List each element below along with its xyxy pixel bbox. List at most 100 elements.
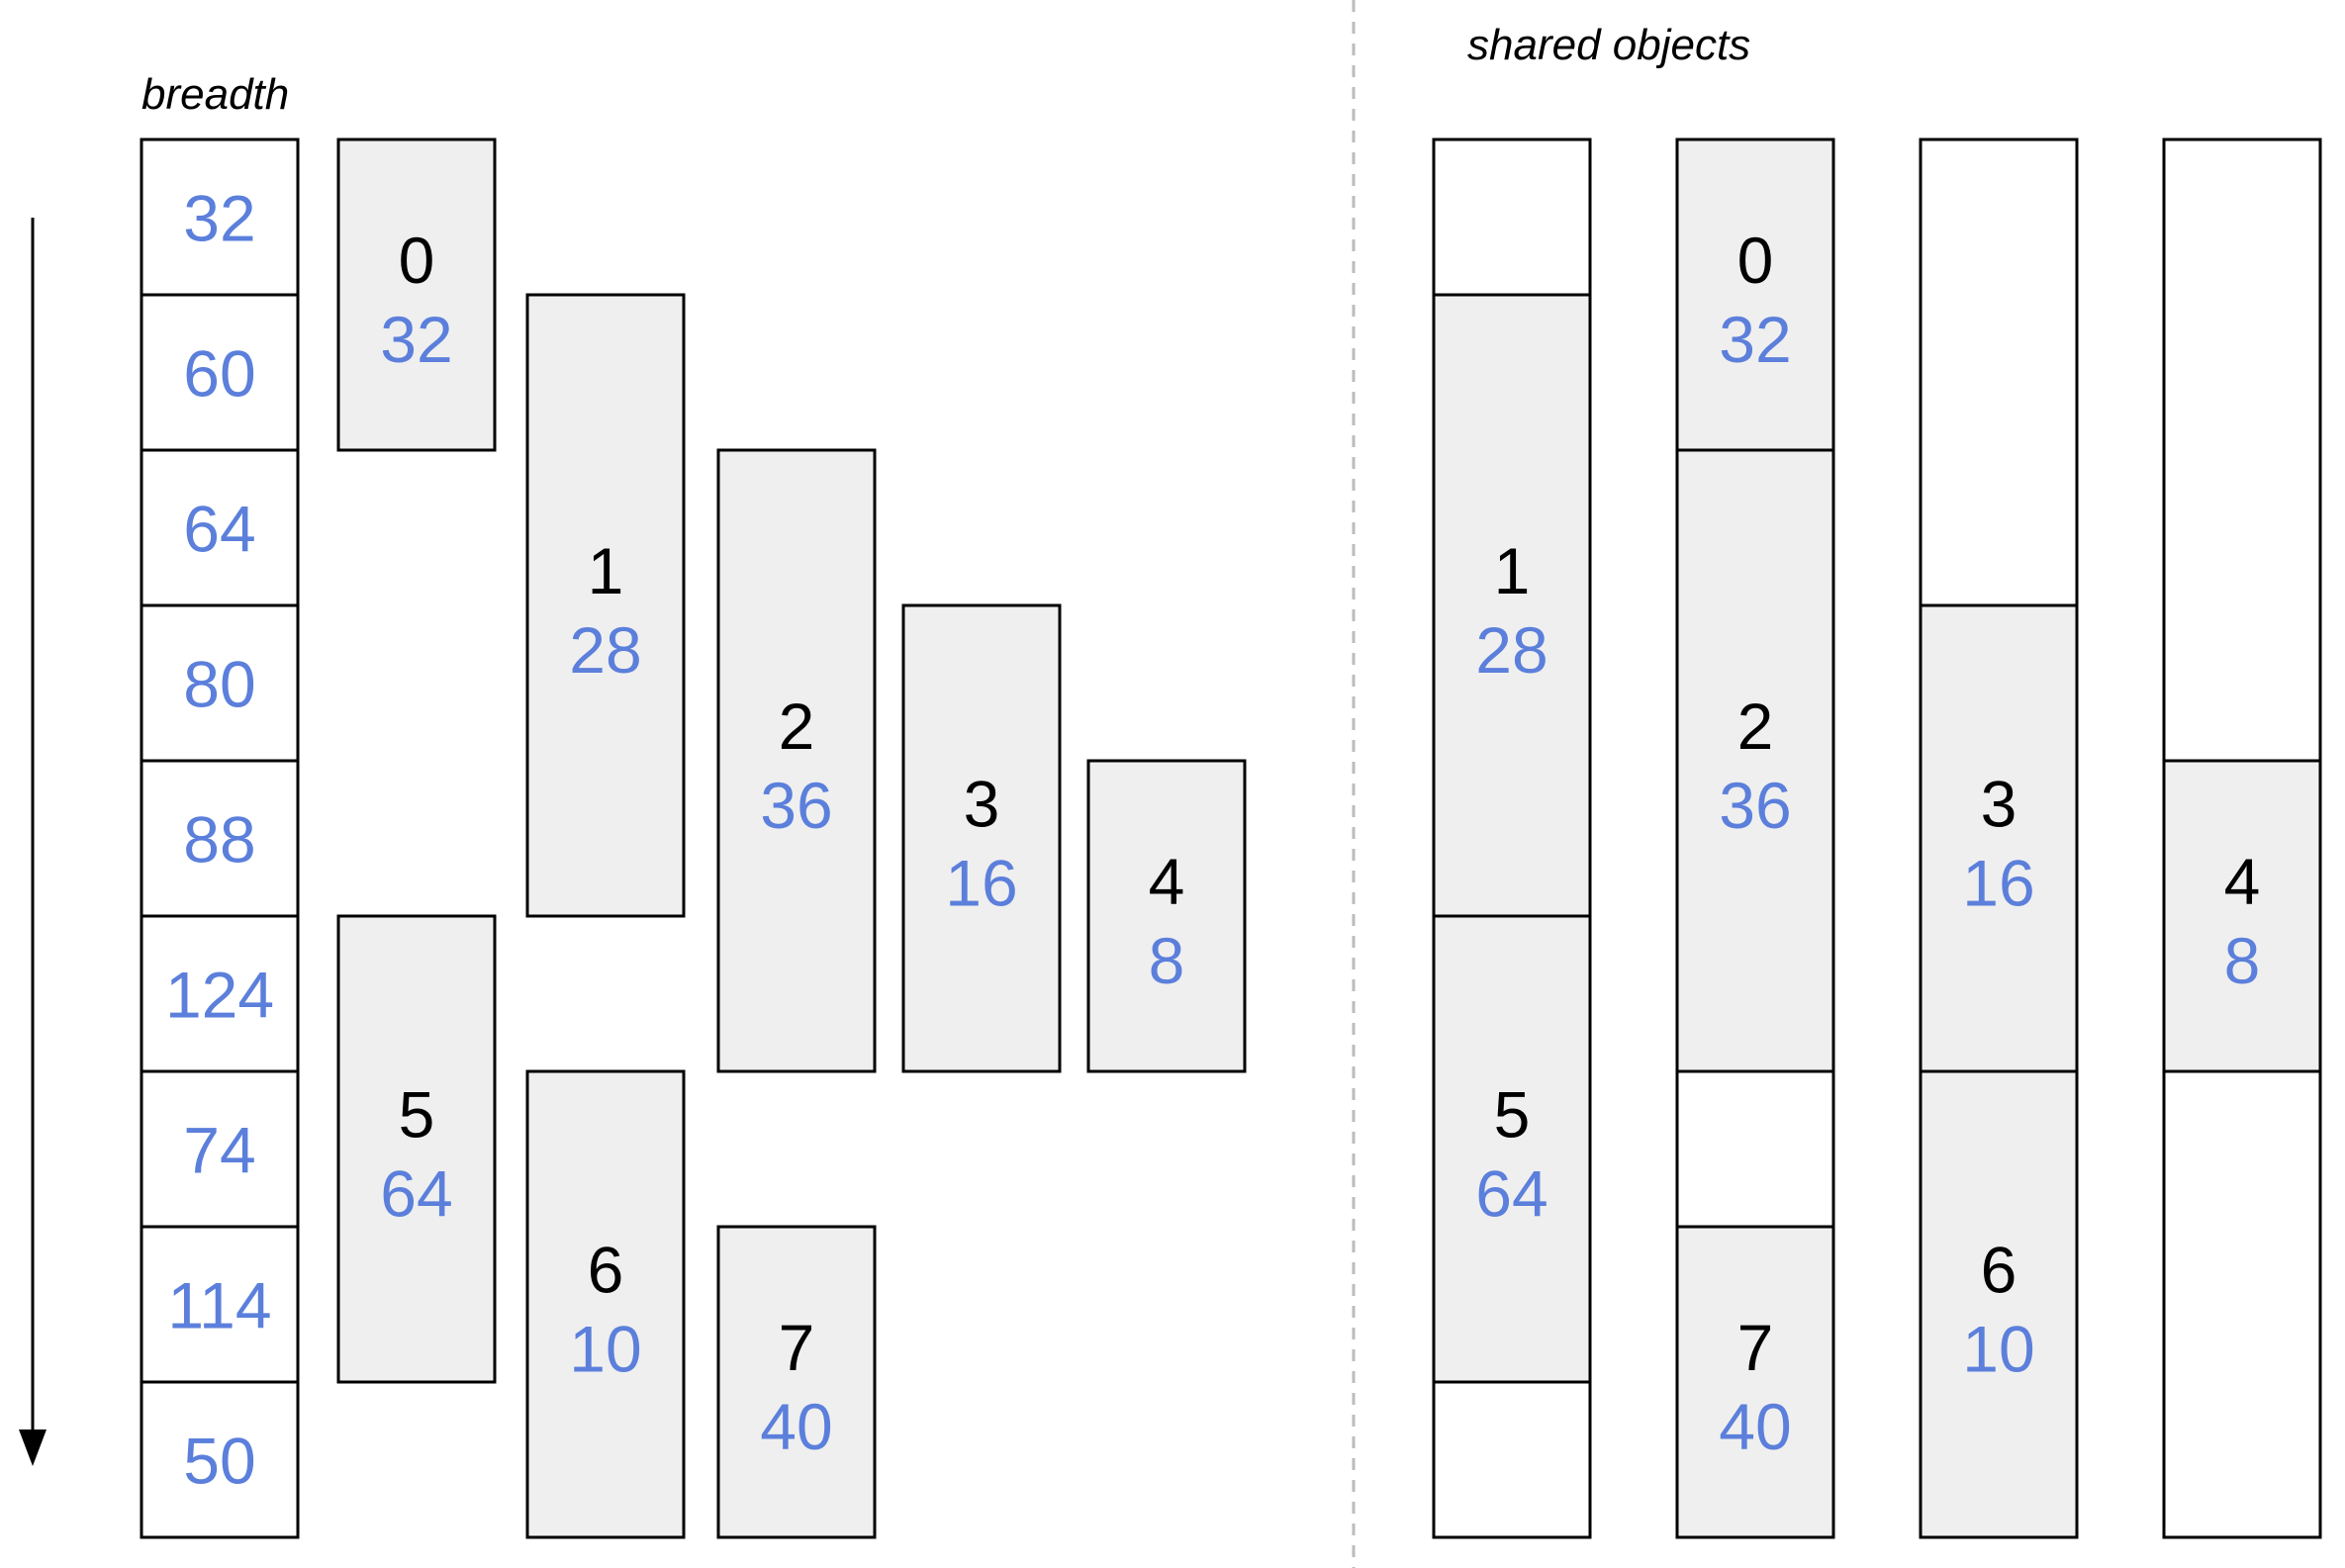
tensor-7: 740 [716, 1225, 877, 1539]
shared-tensor-0: 032 [1675, 138, 1835, 452]
tensor-5-size: 64 [380, 1157, 452, 1231]
shared-tensor-3-size: 16 [1962, 847, 2034, 920]
tensor-2-box [716, 448, 877, 1073]
tensor-3-box [901, 603, 1062, 1073]
tensor-0-size: 32 [380, 303, 452, 376]
shared-tensor-2-id: 2 [1737, 690, 1774, 763]
tensor-1-box [525, 293, 686, 918]
shared-tensor-7-box [1675, 1225, 1835, 1539]
tensor-5-box [336, 914, 497, 1384]
shared-tensor-2-size: 36 [1719, 769, 1791, 842]
tensor-7-box [716, 1225, 877, 1539]
tensor-1-size: 28 [569, 613, 641, 687]
shared-tensor-3-id: 3 [1981, 768, 2017, 841]
shared-tensor-6-size: 10 [1962, 1313, 2034, 1386]
tensor-5: 564 [336, 914, 497, 1384]
shared-tensor-5-id: 5 [1494, 1078, 1531, 1152]
shared-tensor-4-id: 4 [2224, 845, 2261, 918]
shared-tensor-4: 48 [2162, 759, 2322, 1073]
shared-tensor-5: 564 [1432, 914, 1592, 1384]
tensor-6: 610 [525, 1069, 686, 1539]
shared-tensor-7-size: 40 [1719, 1390, 1791, 1463]
breadth-value: 64 [183, 493, 255, 566]
tensor-3: 316 [901, 603, 1062, 1073]
breadth-value: 74 [183, 1114, 255, 1187]
breadth-cell: 114 [140, 1225, 300, 1384]
tensor-4: 48 [1086, 759, 1247, 1073]
breadth-cell-box [140, 293, 300, 452]
shared-tensor-1-id: 1 [1494, 534, 1531, 607]
shared-tensor-2-box [1675, 448, 1835, 1073]
tensor-2: 236 [716, 448, 877, 1073]
shared-tensor-7-id: 7 [1737, 1311, 1774, 1384]
tensor-6-box [525, 1069, 686, 1539]
breadth-cell-box [140, 914, 300, 1073]
tensor-1: 128 [525, 293, 686, 918]
shared-object-3: 48 [2162, 138, 2322, 1539]
breadth-value: 80 [183, 648, 255, 721]
shared-tensor-0-id: 0 [1737, 224, 1774, 297]
time-arrow [19, 218, 47, 1466]
shared-tensor-3: 316 [1919, 603, 2079, 1073]
shared-tensor-0-size: 32 [1719, 303, 1791, 376]
shared-tensor-1-size: 28 [1475, 613, 1548, 687]
breadth-cell-box [140, 759, 300, 918]
breadth-cell: 124 [140, 914, 300, 1073]
shared-tensor-2: 236 [1675, 448, 1835, 1073]
tensor-7-id: 7 [779, 1311, 815, 1384]
breadth-cell-box [140, 603, 300, 763]
shared-tensor-3-box [1919, 603, 2079, 1073]
tensor-4-box [1086, 759, 1247, 1073]
tensor-4-id: 4 [1149, 845, 1185, 918]
breadth-cell-box [140, 1380, 300, 1539]
tensor-3-size: 16 [945, 847, 1017, 920]
breadth-caption: breadth [141, 70, 289, 119]
tensor-5-id: 5 [399, 1078, 435, 1152]
shared-tensor-4-box [2162, 759, 2322, 1073]
breadth-cell-box [140, 1069, 300, 1229]
breadth-cell-box [140, 138, 300, 297]
breadth-cell: 74 [140, 1069, 300, 1229]
breadth-value: 124 [165, 959, 274, 1032]
breadth-cell: 32 [140, 138, 300, 297]
shared-tensor-6: 610 [1919, 1069, 2079, 1539]
shared-tensor-6-id: 6 [1981, 1234, 2017, 1307]
shared-tensor-6-box [1919, 1069, 2079, 1539]
tensor-1-id: 1 [588, 534, 624, 607]
shared-tensor-1: 128 [1432, 293, 1592, 918]
tensor-6-id: 6 [588, 1234, 624, 1307]
tensor-4-size: 8 [1149, 924, 1185, 997]
shared-tensor-7: 740 [1675, 1225, 1835, 1539]
tensor-0-id: 0 [399, 224, 435, 297]
shared-tensor-5-size: 64 [1475, 1157, 1548, 1231]
shared-tensor-5-box [1432, 914, 1592, 1384]
shared-objects-caption: shared objects [1467, 21, 1750, 69]
tensor-2-id: 2 [779, 690, 815, 763]
breadth-column: 32 60 64 80 88 124 74 114 50 [140, 138, 300, 1539]
tensor-3-id: 3 [964, 768, 1000, 841]
shared-tensor-4-size: 8 [2224, 924, 2261, 997]
tensor-2-size: 36 [760, 769, 832, 842]
breadth-value: 114 [167, 1269, 271, 1342]
shared-tensor-1-box [1432, 293, 1592, 918]
tensor-0: 032 [336, 138, 497, 452]
breadth-value: 88 [183, 803, 255, 876]
breadth-cell-box [140, 448, 300, 607]
tensor-7-size: 40 [760, 1390, 832, 1463]
breadth-value: 50 [183, 1425, 255, 1498]
shared-tensor-0-box [1675, 138, 1835, 452]
breadth-cell: 80 [140, 603, 300, 763]
breadth-value: 32 [183, 182, 255, 255]
breadth-cell: 64 [140, 448, 300, 607]
breadth-cell: 60 [140, 293, 300, 452]
breadth-cell: 88 [140, 759, 300, 918]
breadth-value: 60 [183, 337, 255, 411]
breadth-cell: 50 [140, 1380, 300, 1539]
tensor-0-box [336, 138, 497, 452]
